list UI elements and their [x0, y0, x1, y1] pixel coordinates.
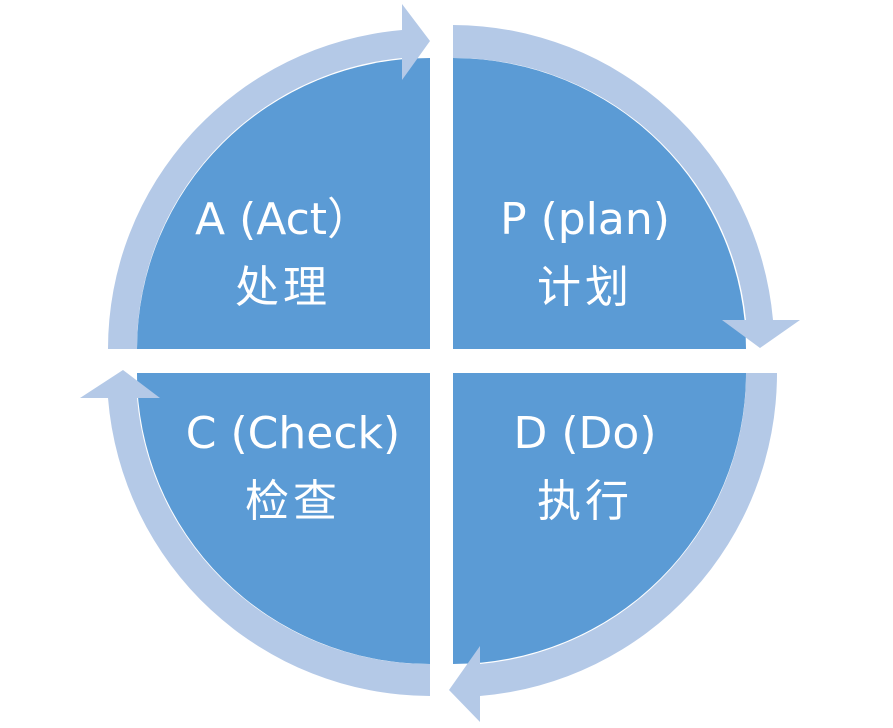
- quadrant-title-do: D (Do): [513, 408, 657, 459]
- quadrant-label-do: D (Do) 执行: [455, 412, 715, 524]
- arrow-do-to-check: [449, 373, 777, 722]
- quadrant-label-plan: P (plan) 计划: [455, 198, 715, 310]
- quadrant-do: [453, 373, 746, 664]
- quadrant-check: [137, 373, 430, 664]
- quadrant-subtitle-check: 检查: [245, 476, 341, 527]
- arrow-act-to-plan: [107, 4, 430, 349]
- quadrant-title-plan: P (plan): [500, 194, 670, 245]
- arrow-check-to-act: [80, 370, 430, 696]
- quadrant-plan: [453, 58, 746, 349]
- quadrant-subtitle-plan: 计划: [537, 262, 633, 313]
- quadrant-subtitle-act: 处理: [235, 262, 331, 313]
- quadrant-act: [137, 58, 430, 349]
- quadrant-subtitle-do: 执行: [537, 476, 633, 527]
- quadrant-label-check: C (Check) 检查: [163, 412, 423, 524]
- quadrant-label-act: A (Act） 处理: [153, 198, 413, 310]
- quadrant-title-check: C (Check): [185, 408, 401, 459]
- quadrant-title-act: A (Act）: [194, 194, 372, 245]
- arrow-plan-to-do: [453, 25, 800, 348]
